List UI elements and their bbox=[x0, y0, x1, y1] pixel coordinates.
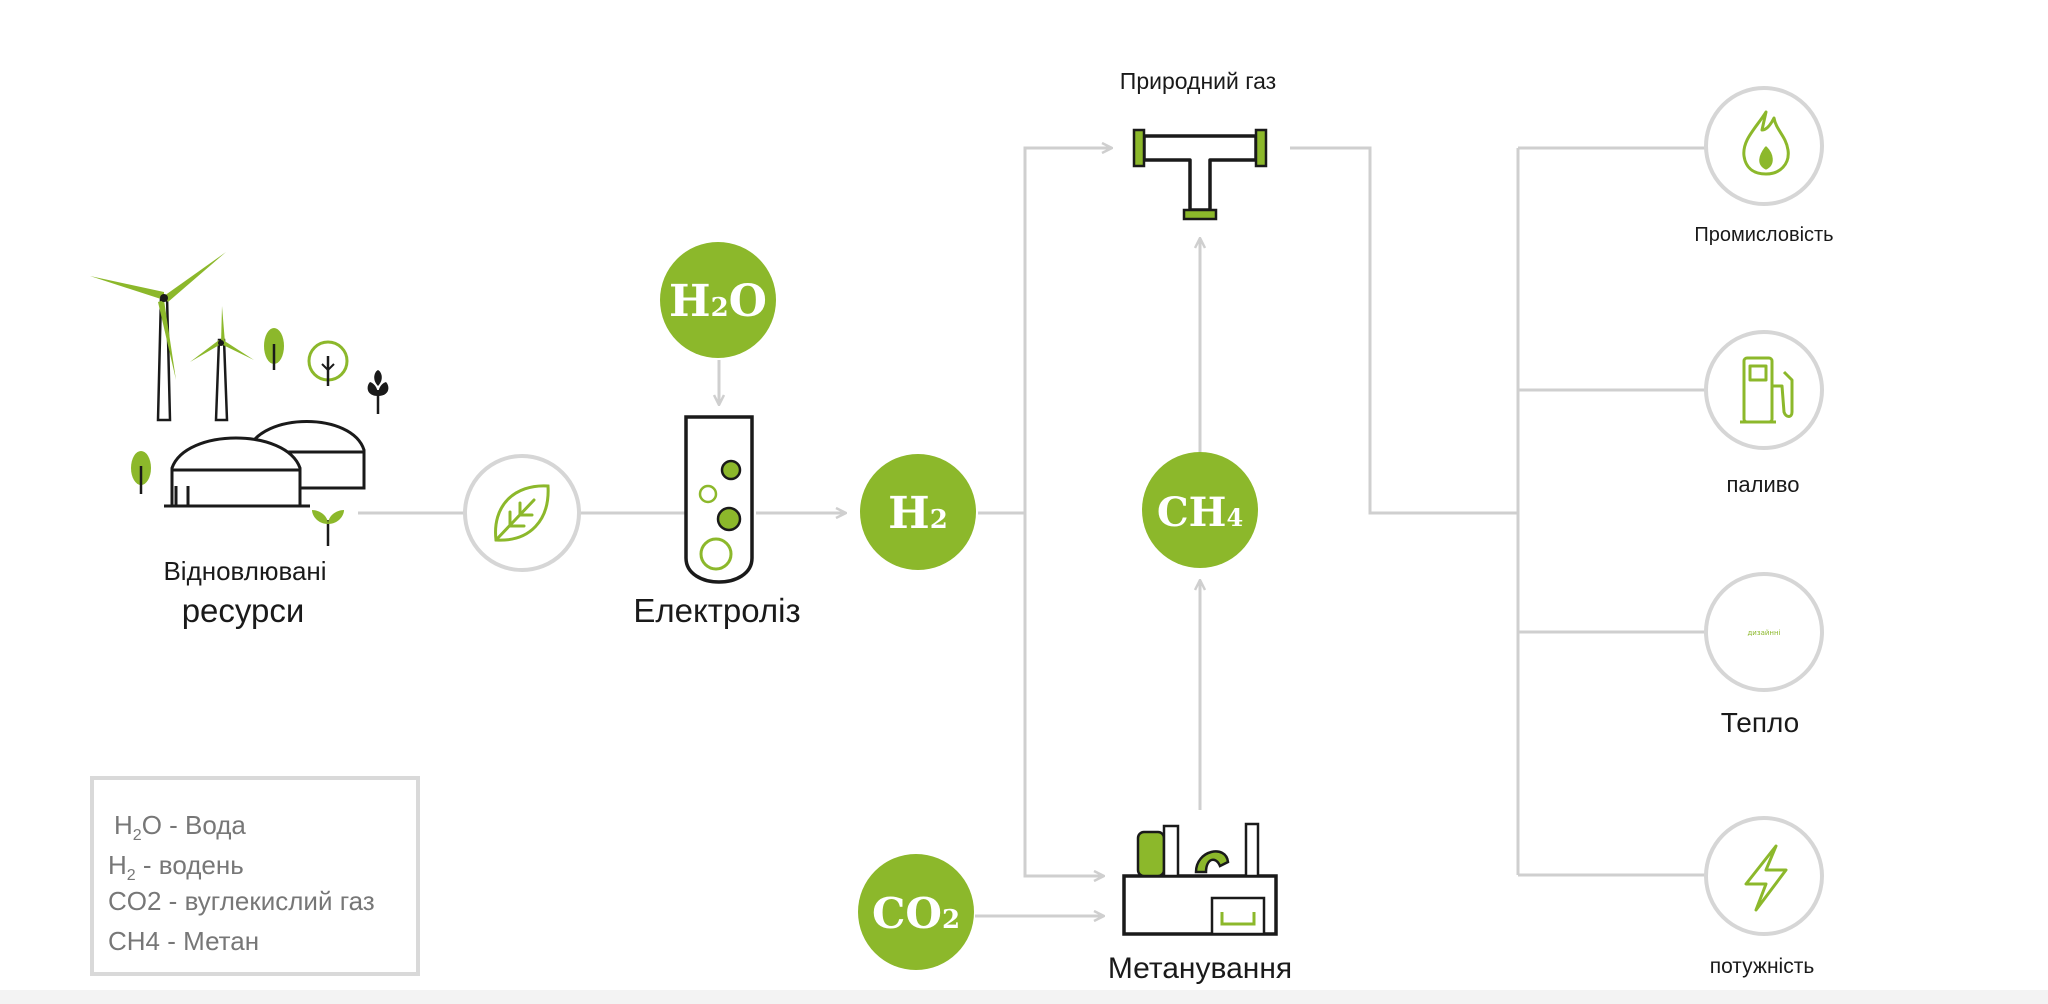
tree-left-icon bbox=[131, 451, 151, 494]
plant-icon bbox=[367, 370, 389, 414]
sprout-icon bbox=[312, 510, 344, 546]
lightning-icon bbox=[1744, 844, 1788, 912]
connector-h2-methanation bbox=[1023, 513, 1104, 876]
fuel-label: паливо bbox=[1726, 472, 1800, 497]
legend-row-ch4: CH4 - Метан bbox=[108, 926, 260, 956]
h2-node: H2 bbox=[860, 454, 976, 570]
renewables-label-line2: ресурси bbox=[181, 592, 305, 629]
legend-box: H2O - Вода H2 - водень CO2 - вуглекислий… bbox=[90, 776, 420, 976]
natural-gas-pipe-icon bbox=[1132, 128, 1268, 221]
biogas-domes-icon bbox=[164, 420, 366, 508]
h2o-node: H2O bbox=[660, 242, 776, 358]
electrolysis-tube-icon bbox=[684, 415, 754, 584]
fuel-circle bbox=[1704, 330, 1824, 450]
bottom-strip bbox=[0, 990, 2048, 1004]
round-tree-icon bbox=[307, 340, 349, 386]
renewables-illustration bbox=[90, 252, 389, 546]
methanation-plant-icon bbox=[1122, 822, 1278, 936]
renewables-label-line1: Відновлювані bbox=[163, 556, 327, 586]
power-label: потужність bbox=[1709, 955, 1815, 978]
electrolysis-label: Електроліз bbox=[633, 592, 801, 629]
ch4-node: CH4 bbox=[1142, 452, 1258, 568]
ch4-node-label: CH4 bbox=[1157, 489, 1243, 536]
h2-node-label: H2 bbox=[888, 488, 948, 539]
leaf-circle bbox=[463, 454, 581, 572]
connector-h2-natural-gas bbox=[1023, 148, 1112, 513]
legend-row-water: H2O - Вода bbox=[114, 810, 246, 845]
fuel-pump-icon bbox=[1740, 356, 1794, 424]
co2-node-label: CO2 bbox=[872, 889, 960, 938]
legend-row-co2: CO2 - вуглекислий газ bbox=[108, 886, 375, 916]
connectors bbox=[358, 148, 1706, 916]
tree-icon bbox=[264, 328, 284, 370]
industry-circle bbox=[1704, 86, 1824, 206]
industry-label: Промисловість bbox=[1694, 224, 1834, 246]
natural-gas-label: Природний газ bbox=[1119, 68, 1277, 94]
wind-turbine-small-icon bbox=[190, 306, 254, 422]
leaf-icon bbox=[494, 484, 550, 542]
heat-circle: дизайнні bbox=[1704, 572, 1824, 692]
wind-turbine-large-icon bbox=[90, 252, 226, 422]
heat-icon-text: дизайнні bbox=[1747, 629, 1780, 637]
h2o-node-label: H2O bbox=[669, 276, 767, 327]
methanation-label: Метанування bbox=[1107, 952, 1293, 985]
legend-row-hydrogen: H2 - водень bbox=[108, 850, 244, 885]
co2-node: CO2 bbox=[858, 854, 974, 970]
heat-label: Тепло bbox=[1720, 707, 1800, 738]
flame-icon bbox=[1742, 110, 1790, 176]
power-circle bbox=[1704, 816, 1824, 936]
connector-natural-gas-distribution bbox=[1290, 146, 1518, 515]
